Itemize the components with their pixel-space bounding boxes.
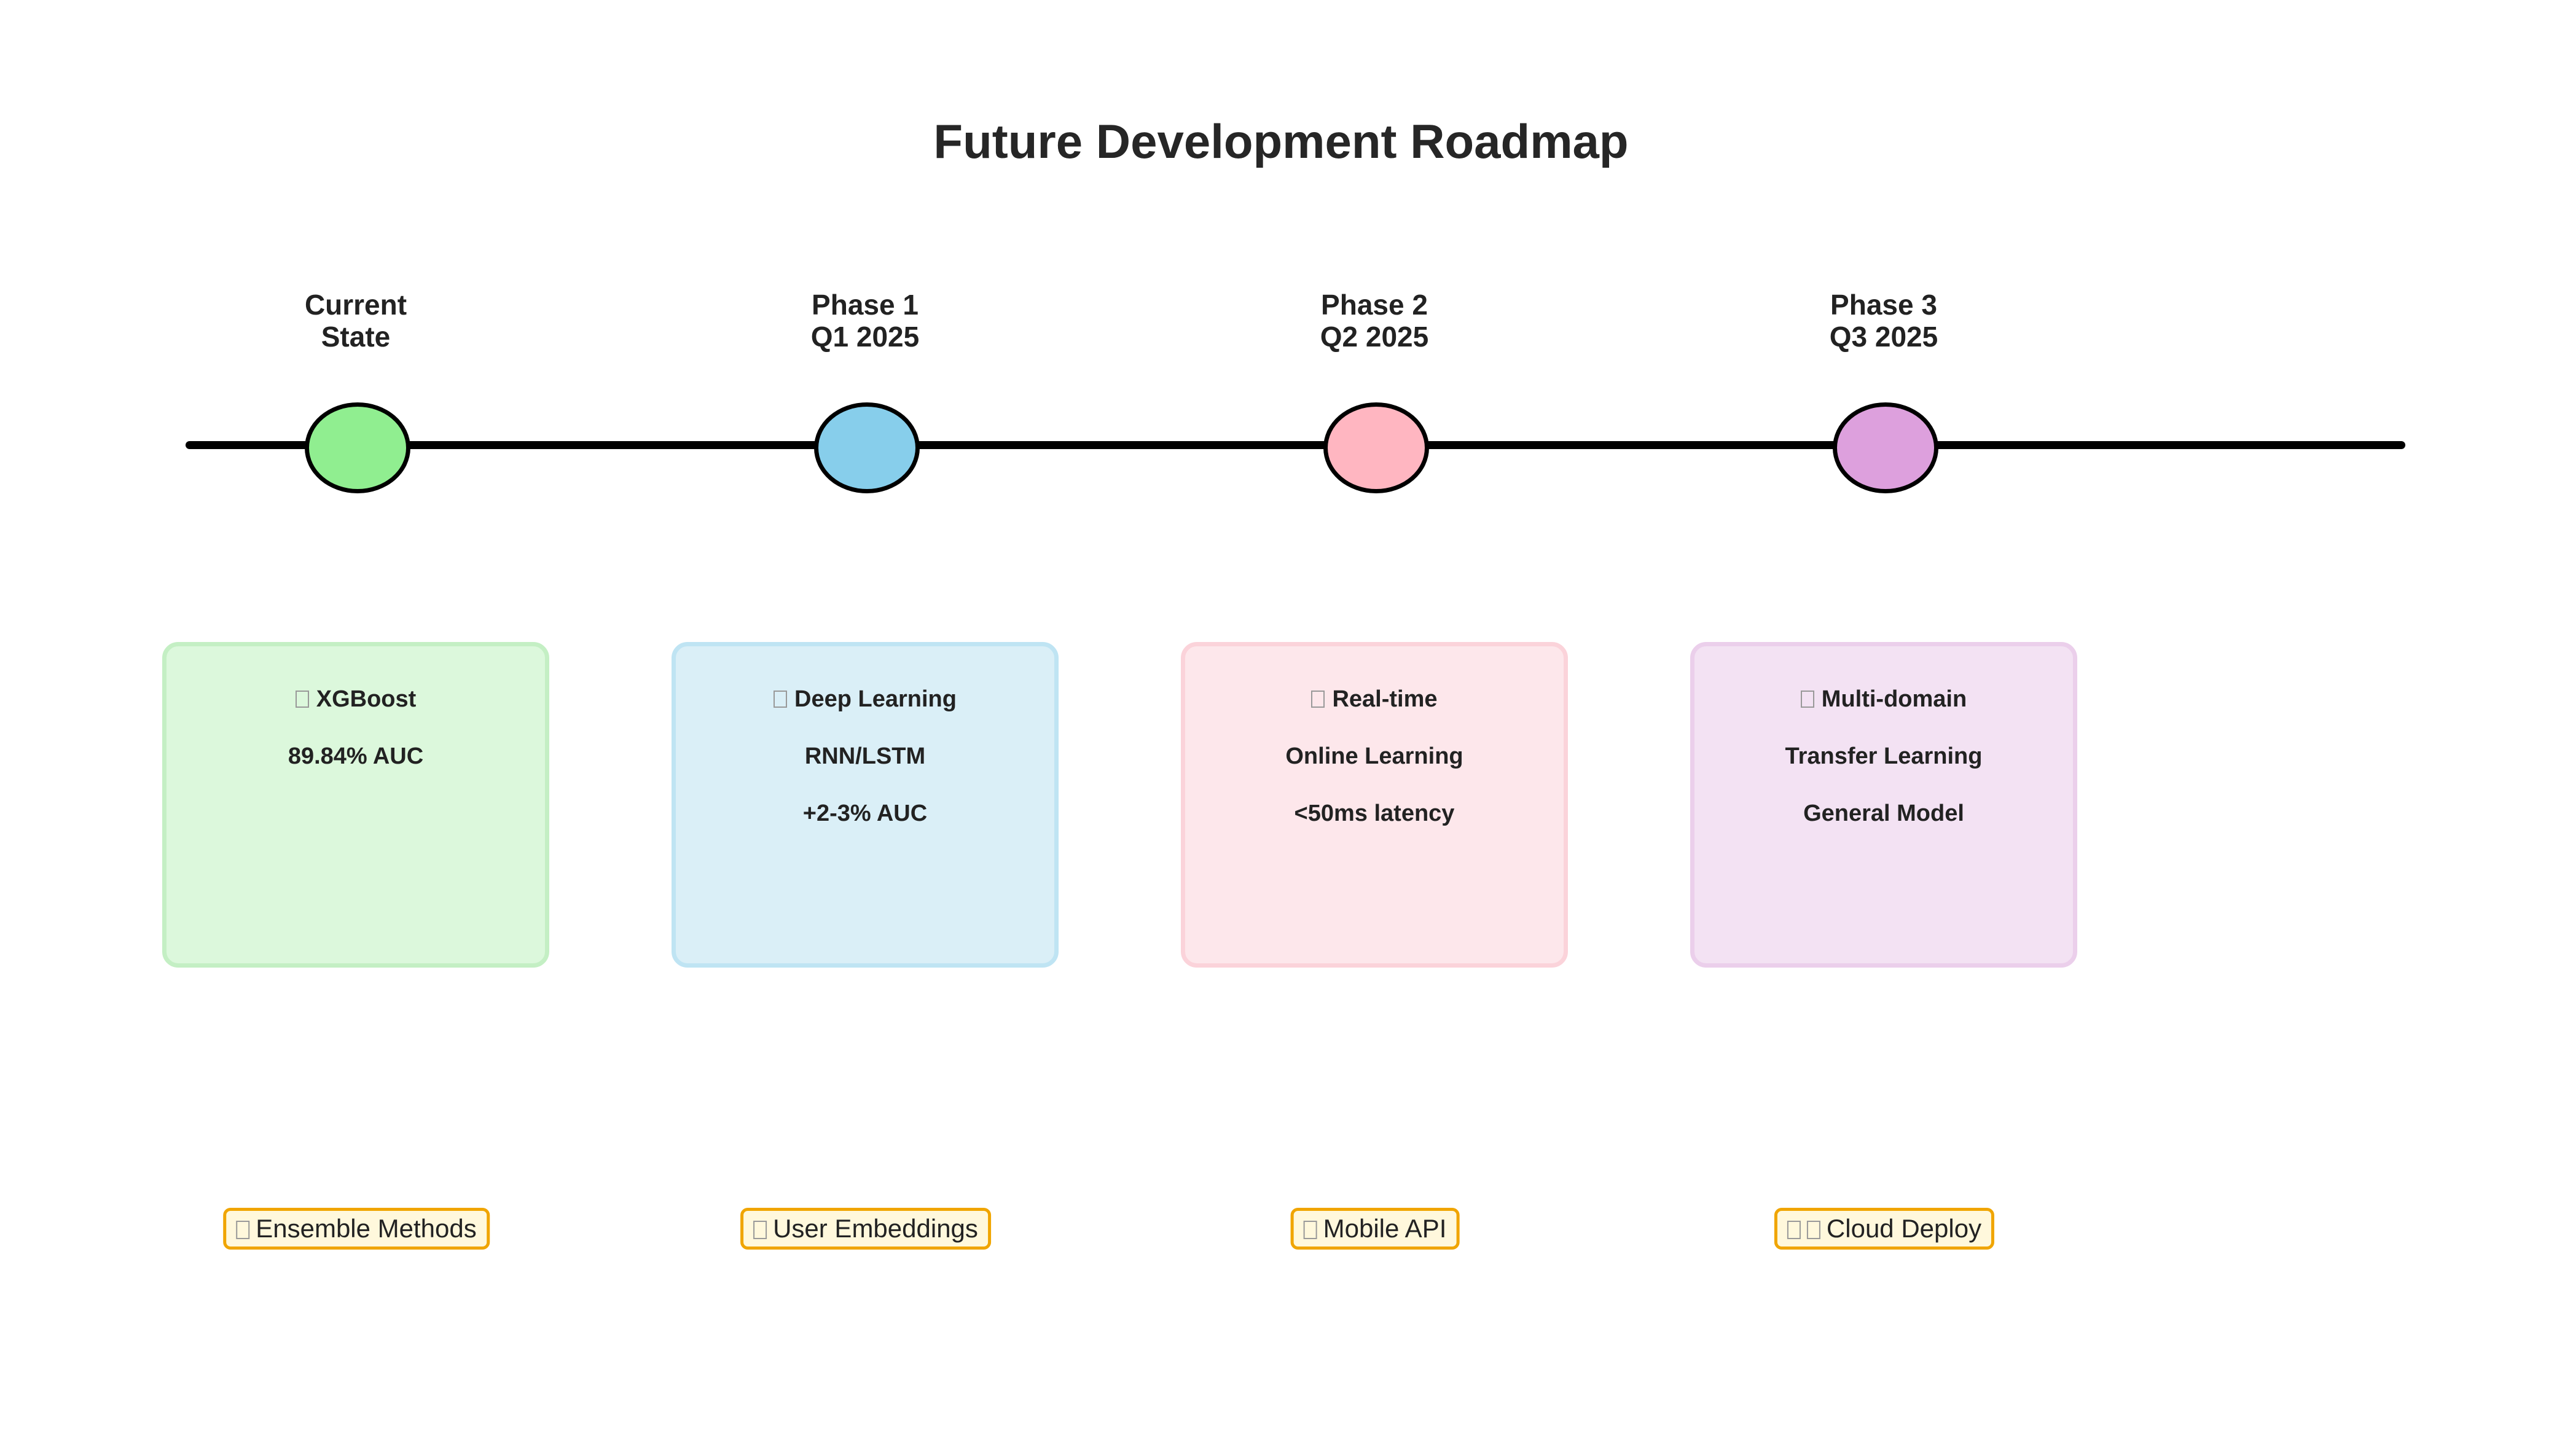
roadmap-title: Future Development Roadmap: [933, 114, 1629, 168]
brain-icon: [774, 691, 788, 708]
tag-label: Ensemble Methods: [256, 1214, 477, 1243]
card-heading-text: Deep Learning: [794, 686, 957, 712]
phase-label-line2: Q3 2025: [1829, 321, 1938, 353]
milestone-node-phase1: [814, 402, 920, 493]
card-heading-text: Multi-domain: [1821, 686, 1967, 712]
tag-label: Mobile API: [1323, 1214, 1447, 1243]
card-heading: Deep Learning: [676, 686, 1054, 713]
card-heading-text: XGBoost: [316, 686, 417, 712]
card-detail: RNN/LSTM: [804, 743, 926, 769]
mobile-icon: [1303, 1221, 1317, 1239]
milestone-node-phase2: [1323, 402, 1429, 493]
card-heading: Real-time: [1185, 686, 1564, 713]
milestone-node-current: [305, 402, 410, 493]
feature-tag-embeddings: User Embeddings: [740, 1208, 991, 1250]
phase-label-phase2: Phase 2 Q2 2025: [1221, 289, 1528, 353]
feature-tag-ensemble: Ensemble Methods: [223, 1208, 490, 1250]
phase-label-line2: Q1 2025: [810, 321, 920, 353]
phase-label-line1: Current: [304, 289, 407, 321]
model-icon: [295, 691, 309, 708]
phase-label-line1: Phase 1: [812, 289, 919, 321]
phase-label-current: Current State: [202, 289, 509, 353]
milestone-node-phase3: [1833, 402, 1938, 493]
phase-label-phase1: Phase 1 Q1 2025: [711, 289, 1019, 353]
card-heading: XGBoost: [166, 686, 545, 713]
feature-tag-cloud: Cloud Deploy: [1774, 1208, 1995, 1250]
timeline-axis: [186, 441, 2405, 449]
phase-label-line1: Phase 2: [1321, 289, 1428, 321]
phase-label-phase3: Phase 3 Q3 2025: [1730, 289, 2037, 353]
cloud-icon: [1787, 1221, 1801, 1239]
feature-tag-mobile: Mobile API: [1290, 1208, 1460, 1250]
phase-card-current: XGBoost 89.84% AUC: [162, 642, 549, 968]
card-detail: 89.84% AUC: [288, 743, 424, 769]
globe-icon: [1800, 691, 1814, 708]
card-detail: General Model: [1803, 800, 1964, 826]
phase-label-line1: Phase 3: [1830, 289, 1937, 321]
embeddings-icon: [753, 1221, 767, 1239]
phase-label-line2: State: [321, 321, 391, 353]
phase-card-phase1: Deep Learning RNN/LSTM +2-3% AUC: [672, 642, 1059, 968]
phase-label-line2: Q2 2025: [1320, 321, 1429, 353]
tag-label: Cloud Deploy: [1826, 1214, 1982, 1243]
card-heading: Multi-domain: [1694, 686, 2073, 713]
card-detail: Online Learning: [1285, 743, 1463, 769]
card-detail: +2-3% AUC: [802, 800, 928, 826]
lightning-icon: [1311, 691, 1325, 708]
tag-label: User Embeddings: [773, 1214, 978, 1243]
card-heading-text: Real-time: [1332, 686, 1438, 712]
ensemble-icon: [236, 1221, 250, 1239]
phase-card-phase3: Multi-domain Transfer Learning General M…: [1690, 642, 2077, 968]
card-detail: Transfer Learning: [1785, 743, 1983, 769]
phase-card-phase2: Real-time Online Learning <50ms latency: [1181, 642, 1568, 968]
cloud-icon-secondary: [1806, 1221, 1820, 1239]
card-detail: <50ms latency: [1294, 800, 1455, 826]
